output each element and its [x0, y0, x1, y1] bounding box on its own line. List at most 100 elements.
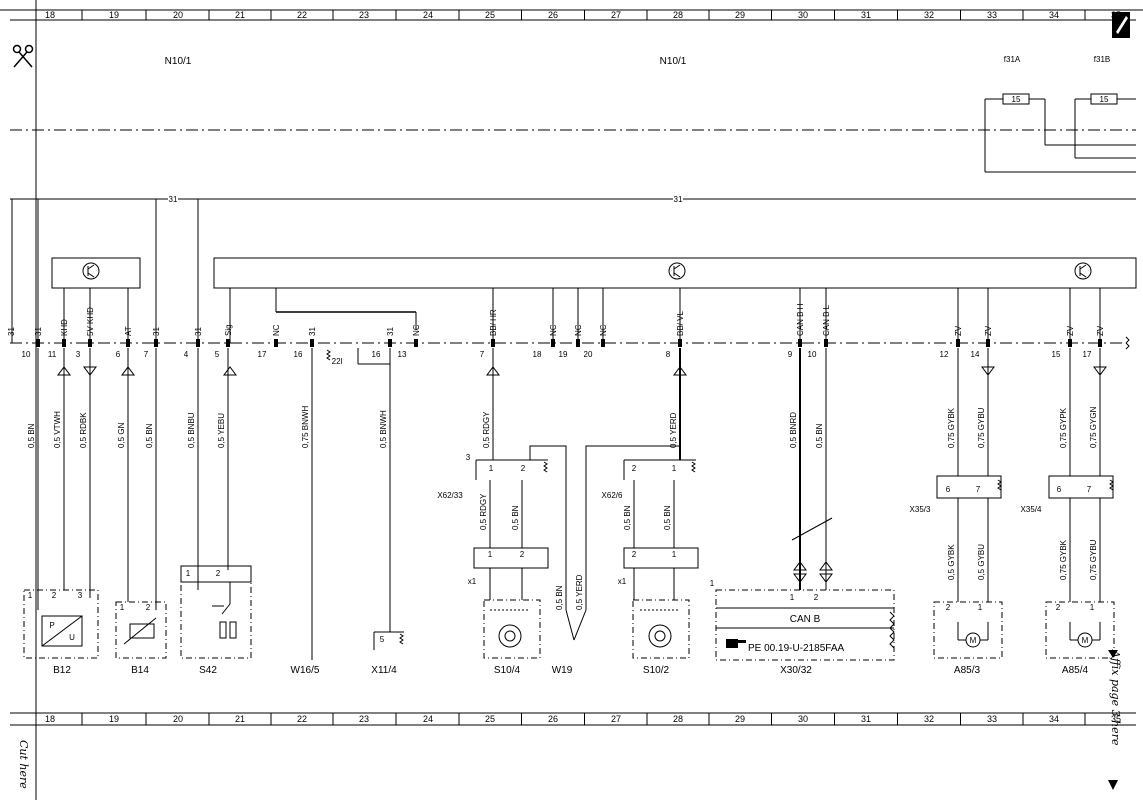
fuse-f31a-value: 15 — [1012, 95, 1021, 104]
ruler-col-bottom-35: 35 — [1111, 714, 1121, 724]
x62-33-num: 3 — [466, 453, 471, 462]
a85-3-motor-symbol: M — [970, 636, 977, 645]
pin-22l-label: 22l — [332, 357, 343, 366]
x35-4-pin6: 6 — [1057, 485, 1062, 494]
x62-6-pin2: 2 — [632, 464, 637, 473]
wire-label: 0,5 YERD — [669, 412, 678, 448]
x1-left-pin1: 1 — [488, 550, 493, 559]
ground-label-left: 31 — [169, 195, 178, 204]
x1-right-label: x1 — [618, 577, 627, 586]
can-b-label: CAN B — [790, 614, 821, 625]
x62-6-connector: 2 1 X62/6 — [602, 459, 696, 500]
wire-label-lower: 0,5 BN — [555, 585, 564, 610]
can-arrow-down-icon — [819, 573, 833, 583]
x62-6-label: X62/6 — [602, 491, 623, 500]
pin-number-label: 7 — [144, 350, 149, 359]
ruler-col-top-32: 32 — [924, 10, 934, 20]
can-arrow-up-icon — [793, 561, 807, 571]
ruler-col-top-24: 24 — [423, 10, 433, 20]
pin-number-label: 9 — [788, 350, 793, 359]
ruler-col-bottom-32: 32 — [924, 714, 934, 724]
ruler-col-bottom-21: 21 — [235, 714, 245, 724]
ruler-col-bottom-30: 30 — [798, 714, 808, 724]
component-label-a85-4: A85/4 — [1062, 665, 1089, 676]
wire-label: 0,75 GYPK — [1059, 407, 1068, 448]
b14-pin1: 1 — [120, 603, 125, 612]
component-label-w16-5: W16/5 — [291, 665, 320, 676]
ruler-col-bottom-33: 33 — [987, 714, 997, 724]
wire-label: 0,5 RDBK — [79, 412, 88, 448]
pin-signal-label: NC — [272, 324, 281, 336]
fuse-f31a: 15 — [984, 93, 1136, 173]
pin-number-label: 16 — [372, 350, 381, 359]
ruler-col-top-30: 30 — [798, 10, 808, 20]
wire-label: 0,75 GYGN — [1089, 406, 1098, 448]
wire-label: 0,75 GYBU — [977, 407, 986, 448]
wire-label: 0,5 BNBU — [187, 412, 196, 448]
s10-4-switch — [483, 599, 541, 659]
x62-33-label: X62/33 — [437, 491, 463, 500]
pin-number-label: 12 — [940, 350, 949, 359]
component-label-s10-4: S10/4 — [494, 665, 521, 676]
ruler-col-top-34: 34 — [1049, 10, 1059, 20]
wire-label: 0,5 BN — [145, 423, 154, 448]
s42-pin2: 2 — [216, 569, 221, 578]
ground-bus: 31 31 — [10, 195, 1136, 204]
f31a-label: f31A — [1004, 55, 1021, 64]
pin-number-label: 14 — [971, 350, 980, 359]
x30-32-num: 1 — [710, 579, 715, 588]
wire-label-lower: 0,5 BN — [623, 505, 632, 530]
a85-4-pin2: 2 — [1056, 603, 1061, 612]
connector-line-break — [1125, 336, 1130, 350]
wire-label: 0,75 BNWH — [301, 406, 310, 448]
ruler-col-bottom-23: 23 — [359, 714, 369, 724]
b12-symbol-u: U — [69, 633, 75, 642]
page-corner-icon — [1112, 12, 1130, 38]
n10-1-title-right: N10/1 — [660, 56, 687, 67]
wire-label: 0,5 GN — [117, 422, 126, 448]
wire-label: 0,5 RDGY — [482, 411, 491, 448]
transistor-icon-mid — [668, 262, 686, 280]
x35-4-pin7: 7 — [1087, 485, 1092, 494]
ground-label-right: 31 — [674, 195, 683, 204]
can-arrow-down-icon — [793, 573, 807, 583]
b14-sensor: 1 2 — [115, 601, 167, 659]
x35-4-connector: 6 7 X35/4 — [1021, 475, 1114, 514]
pin-terminal — [388, 339, 392, 347]
signal-direction-arrow-icon — [223, 366, 237, 376]
pin-signal-label: 31 — [386, 327, 395, 336]
s42-switch: 1 2 — [180, 565, 252, 659]
x1-right-pin2: 2 — [632, 550, 637, 559]
ruler-col-top-29: 29 — [735, 10, 745, 20]
pin-terminal — [414, 339, 418, 347]
pin-number-label: 8 — [666, 350, 671, 359]
n10-1-module-box-right — [213, 257, 1137, 289]
n10-1-title-left: N10/1 — [165, 56, 192, 67]
x1-right-pin1: 1 — [672, 550, 677, 559]
x30-32-pin2: 2 — [814, 593, 819, 602]
wire-label: 0,5 BNWH — [379, 410, 388, 448]
fuse-f31b-value: 15 — [1100, 95, 1109, 104]
spring-icon — [326, 349, 331, 361]
pin-terminal — [310, 339, 314, 347]
wire-label-lower: 0,5 BN — [511, 505, 520, 530]
pin-number-label: 6 — [116, 350, 121, 359]
b12-pin3: 3 — [78, 591, 83, 600]
component-label-a85-3: A85/3 — [954, 665, 981, 676]
pin-number-label: 17 — [1083, 350, 1092, 359]
ruler-col-bottom-19: 19 — [109, 714, 119, 724]
ruler-col-bottom-31: 31 — [861, 714, 871, 724]
ruler-col-top-23: 23 — [359, 10, 369, 20]
wire-label: 0,5 BN — [815, 423, 824, 448]
ruler-col-top-20: 20 — [173, 10, 183, 20]
s10-2-switch — [632, 599, 690, 659]
component-label-x11-4: X11/4 — [371, 665, 397, 676]
ruler-col-top-28: 28 — [673, 10, 683, 20]
wire-label-lower: 0,5 BN — [663, 505, 672, 530]
a85-4-pin1: 1 — [1090, 603, 1095, 612]
w19-wiring — [529, 445, 681, 641]
pin-number-label: 10 — [808, 350, 817, 359]
ruler-col-top-19: 19 — [109, 10, 119, 20]
